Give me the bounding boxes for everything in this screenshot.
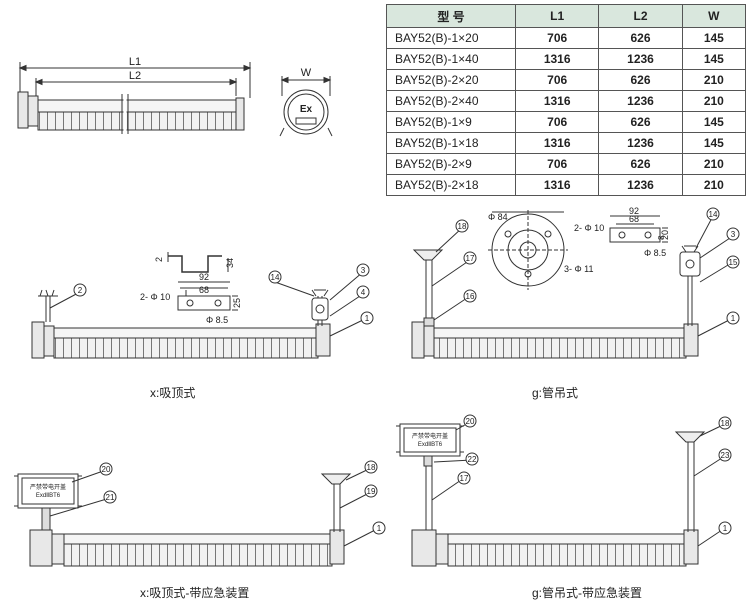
w-label: W <box>301 67 312 79</box>
ex-mark: Ex <box>300 104 313 115</box>
ceiling-emergency-drawing <box>14 473 352 567</box>
callout-17: 17 <box>466 254 475 263</box>
callout-4: 4 <box>361 288 366 297</box>
callouts-ceiling-emergency <box>49 460 386 547</box>
callout-1-c: 1 <box>377 524 382 533</box>
cell-w: 210 <box>681 174 747 196</box>
caption-pendant: g:管吊式 <box>532 386 579 400</box>
callout-18: 18 <box>458 222 467 231</box>
pendant-drawing <box>411 210 701 359</box>
dim-25: 25 <box>232 298 242 308</box>
callout-14: 14 <box>271 273 280 282</box>
callout-18-c: 18 <box>367 463 376 472</box>
emergency-box-line2-b: ExdⅡBT6 <box>418 442 443 448</box>
dim-phi11: 3- Φ 11 <box>564 264 594 274</box>
cell-l1: 1316 <box>514 174 600 196</box>
spec-table-header: 型 号 L1 L2 W <box>386 4 747 28</box>
ceiling-mount-drawing <box>31 252 331 359</box>
dim-68: 68 <box>199 285 209 295</box>
dim-92-b: 92 <box>629 206 639 216</box>
caption-ceiling-emergency: x:吸顶式-带应急装置 <box>140 586 250 600</box>
callout-1-d: 1 <box>723 524 728 533</box>
callout-3-b: 3 <box>731 230 736 239</box>
dim-phi84: Φ 84 <box>488 212 508 222</box>
callouts-pendant <box>431 207 740 337</box>
callout-1: 1 <box>365 314 370 323</box>
l1-label: L1 <box>129 56 141 68</box>
cell-model: BAY52(B)-2×20 <box>386 69 516 91</box>
callouts-ceiling <box>49 263 374 337</box>
cell-model: BAY52(B)-1×9 <box>386 111 516 133</box>
callout-23: 23 <box>721 451 730 460</box>
callout-3: 3 <box>361 266 366 275</box>
dim-phi85: Φ 8.5 <box>206 315 228 325</box>
callout-22: 22 <box>468 455 477 464</box>
callout-20-b: 20 <box>466 417 475 426</box>
callout-17-b: 17 <box>460 474 469 483</box>
dim-phi10: 2- Φ 10 <box>140 292 170 302</box>
emergency-box-line1: 严禁带电开盖 <box>30 483 66 491</box>
emergency-box-line2: ExdⅡBT6 <box>36 493 61 499</box>
caption-pendant-emergency: g:管吊式-带应急装置 <box>532 586 643 600</box>
dim-68-b: 68 <box>629 214 639 224</box>
dim-92: 92 <box>199 272 209 282</box>
callouts-pendant-emergency <box>431 414 732 547</box>
cell-model: BAY52(B)-2×18 <box>386 174 516 196</box>
callout-15: 15 <box>729 258 738 267</box>
cell-w: 145 <box>681 48 747 70</box>
caption-ceiling: x:吸顶式 <box>150 386 196 400</box>
dim-phi10-b: 2- Φ 10 <box>574 223 604 233</box>
pendant-emergency-drawing <box>396 423 706 567</box>
callout-1-b: 1 <box>731 314 736 323</box>
dim-20: 20 <box>660 230 670 240</box>
cell-model: BAY52(B)-1×40 <box>386 48 516 70</box>
callout-14-b: 14 <box>709 210 718 219</box>
header-w: W <box>681 4 747 28</box>
callout-20: 20 <box>102 465 111 474</box>
l2-label: L2 <box>129 70 141 82</box>
callout-2: 2 <box>78 286 83 295</box>
dim-34: 34 <box>225 258 235 268</box>
dim-8: 8 <box>657 235 666 240</box>
cell-w: 210 <box>681 69 747 91</box>
callout-19: 19 <box>367 487 376 496</box>
cell-w: 145 <box>681 27 747 49</box>
end-view-drawing <box>279 76 333 137</box>
callout-16: 16 <box>466 292 475 301</box>
callout-18-d: 18 <box>721 419 730 428</box>
dimension-drawing <box>17 62 252 134</box>
dim-2: 2 <box>154 257 164 262</box>
cell-l2: 1236 <box>598 174 683 196</box>
emergency-box-line1-b: 严禁带电开盖 <box>412 432 448 440</box>
callout-21: 21 <box>106 493 115 502</box>
dim-phi85-b: Φ 8.5 <box>644 248 666 258</box>
header-model: 型 号 <box>386 4 516 28</box>
